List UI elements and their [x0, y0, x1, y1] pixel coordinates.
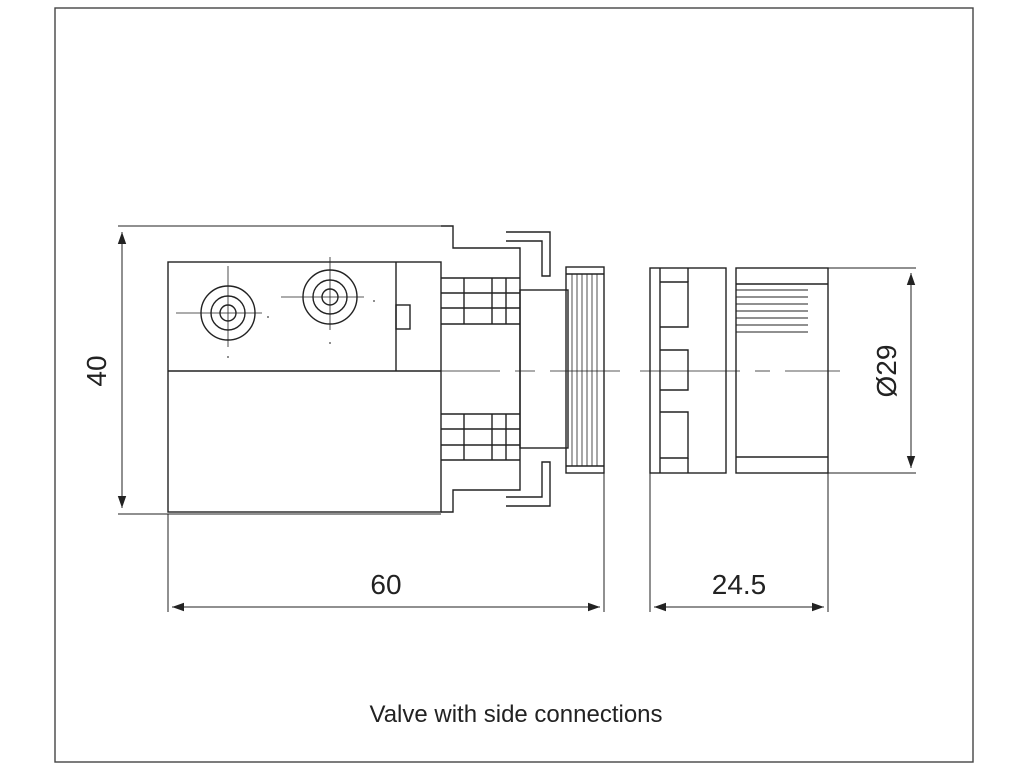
knurled-knob	[565, 266, 605, 474]
valve-side-view	[167, 225, 620, 513]
side-connection-port-1	[176, 266, 262, 347]
valve-stem	[519, 289, 569, 449]
dimension-height-label: 40	[81, 355, 112, 386]
cylindrical-body	[735, 267, 829, 474]
valve-body	[167, 261, 442, 513]
retaining-clip-bottom	[506, 461, 551, 507]
drawing-caption: Valve with side connections	[369, 701, 662, 728]
body-center-marks	[227, 300, 375, 358]
retaining-clip-top	[506, 231, 551, 277]
dimension-lines	[117, 225, 916, 612]
toothed-section	[649, 267, 727, 474]
dimension-length-label: 60	[370, 569, 401, 600]
valve-end-view	[640, 267, 840, 474]
side-connection-port-2	[281, 257, 364, 330]
mounting-flange	[441, 225, 521, 513]
dimension-body-length-label: 24.5	[712, 569, 767, 600]
dimension-diameter-label: Ø29	[871, 345, 902, 398]
sheet-frame	[54, 7, 974, 763]
